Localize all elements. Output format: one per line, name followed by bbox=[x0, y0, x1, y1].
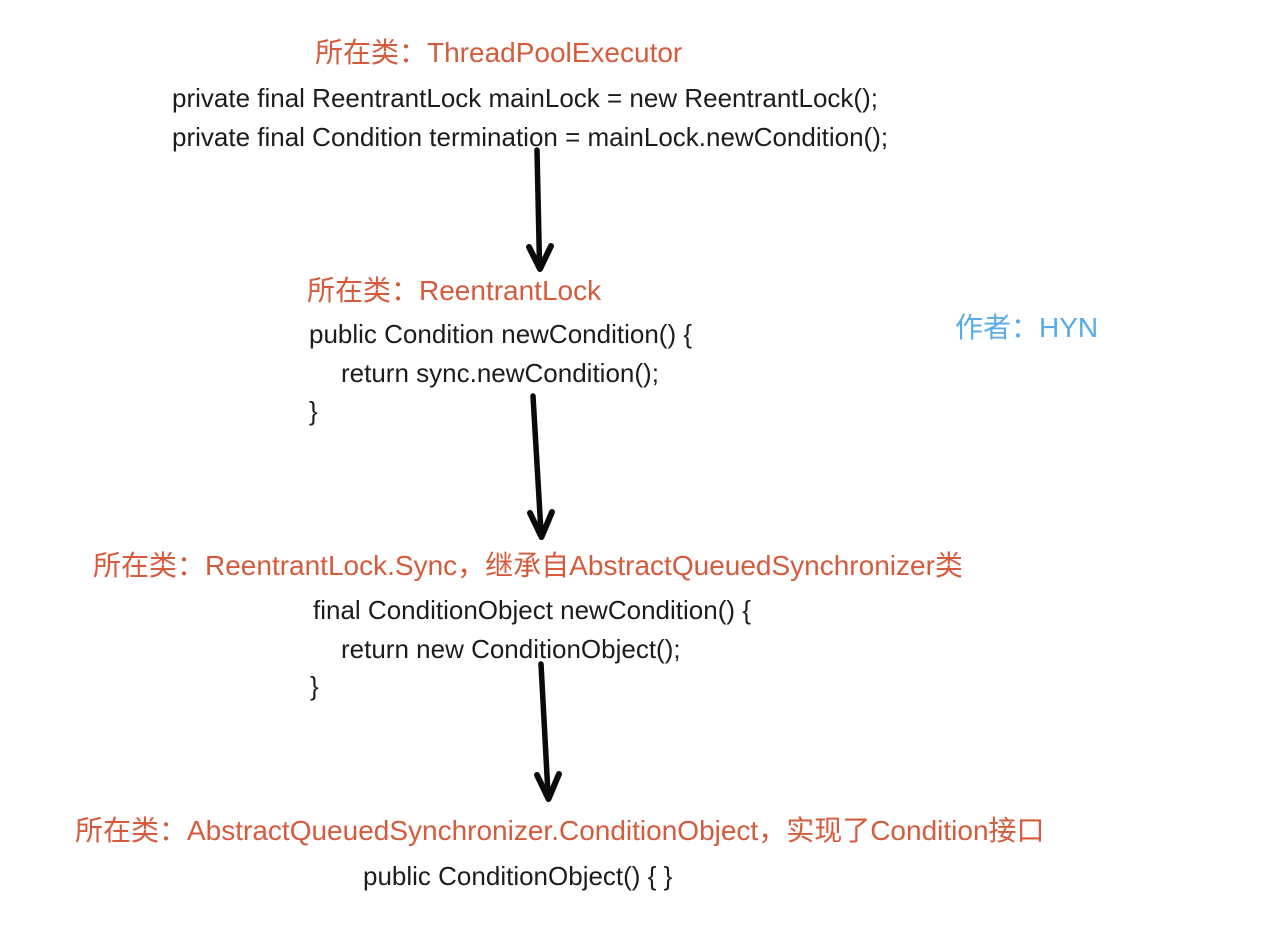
arrow-3-sync-to-conditionobject bbox=[534, 661, 562, 802]
section-4-class-label: 所在类：AbstractQueuedSynchronizer.Condition… bbox=[75, 815, 1045, 846]
section-3-code-line: return new ConditionObject(); bbox=[341, 634, 681, 664]
section-2-code-line: } bbox=[309, 396, 318, 426]
section-2-code-line: public Condition newCondition() { bbox=[309, 319, 693, 349]
section-3-code-line: final ConditionObject newCondition() { bbox=[313, 595, 751, 625]
section-1-class-label: 所在类：ThreadPoolExecutor bbox=[315, 37, 683, 68]
section-3-code-line: } bbox=[310, 671, 319, 701]
arrow-2-reentrantlock-to-sync bbox=[527, 393, 555, 540]
section-1-code-line: private final ReentrantLock mainLock = n… bbox=[172, 83, 878, 113]
section-1-code-line: private final Condition termination = ma… bbox=[172, 122, 889, 152]
section-2-class-label: 所在类：ReentrantLock bbox=[307, 275, 602, 306]
author-note: 作者：HYN bbox=[955, 312, 1099, 343]
section-2-code-line: return sync.newCondition(); bbox=[341, 358, 659, 388]
section-3-class-label: 所在类：ReentrantLock.Sync，继承自AbstractQueued… bbox=[93, 550, 963, 581]
arrow-1-threadpoolexecutor-to-reentrantlock bbox=[526, 147, 554, 272]
section-4-code-line: public ConditionObject() { } bbox=[363, 861, 673, 891]
